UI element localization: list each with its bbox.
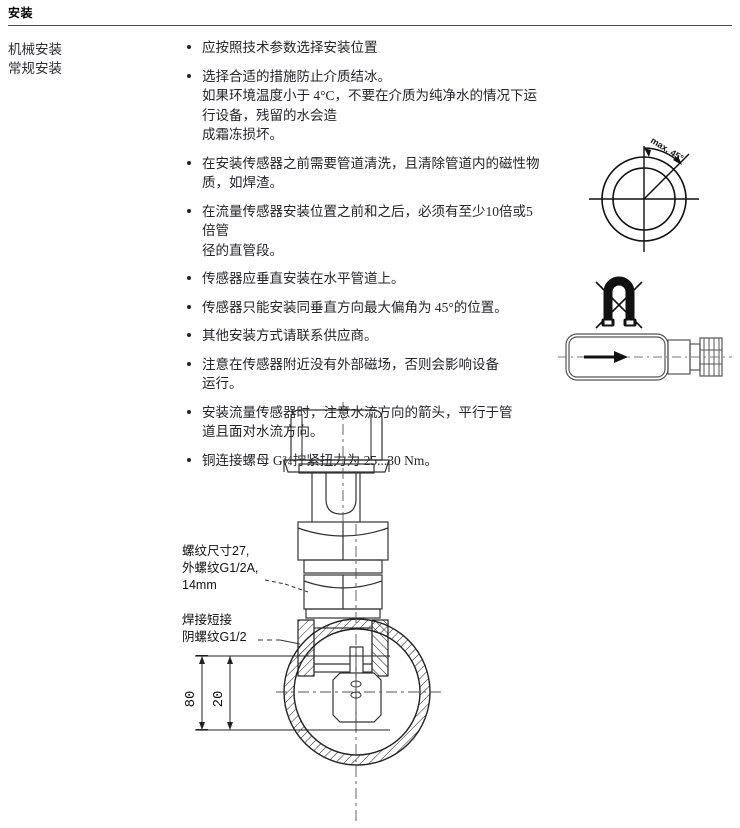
list-item-line: 传感器应垂直安装在水平管道上。 [202, 271, 405, 286]
bullet-dot-icon [187, 304, 191, 309]
probe-stem [311, 473, 361, 522]
list-item: 注意在传感器附近没有外部磁场，否则会影响设备运行。 [186, 355, 546, 394]
no-magnet-sensor-diagram [558, 276, 732, 381]
list-item-line: 运行。 [202, 376, 243, 391]
sidebar: 机械安装 常规安装 [8, 40, 173, 78]
flow-direction-arrow [584, 351, 628, 363]
svg-text:阴螺纹G1/2: 阴螺纹G1/2 [182, 630, 247, 644]
list-item-line: 成霜冻损坏。 [202, 127, 283, 142]
list-item-line: 在流量传感器安装位置之前和之后，必须有至少10倍或5 倍管 [202, 203, 533, 239]
drawing-centre-lines [276, 402, 442, 824]
sidebar-item-mechanical-installation: 机械安装 [8, 42, 62, 57]
svg-text:外螺纹G1/2A,: 外螺纹G1/2A, [182, 561, 258, 575]
dimension-value-20: 20 [211, 691, 227, 708]
list-item: 安装流量传感器时，注意水流方向的箭头，平行于管道且面对水流方向。 [186, 403, 546, 442]
list-item-line: 传感器只能安装同垂直方向最大偏角为 45°的位置。 [202, 299, 508, 315]
header-divider [8, 25, 732, 26]
callout-welded-socket: 焊接短接 阴螺纹G1/2 [182, 612, 247, 644]
max-angle-radius-line [643, 153, 690, 200]
dimension-lines [195, 655, 390, 731]
sensor-head-edges [283, 414, 390, 472]
max-angle-arrowheads [644, 148, 682, 165]
list-item-line: 其他安装方式请联系供应商。 [202, 328, 378, 343]
assembly-section-drawing: 80 20 螺纹尺寸27, 外螺纹G1/2A, 14mm 焊接短接 阴螺纹G1/… [182, 402, 442, 824]
bullet-dot-icon [187, 361, 191, 366]
pipe-max-angle-diagram: max. 45° [589, 135, 699, 252]
list-item-line: 质，如焊渣。 [202, 175, 283, 190]
list-item-line: 应按照技术参数选择安装位置 [202, 40, 378, 55]
bullet-dot-icon [187, 45, 191, 49]
sensor-head-housing [283, 409, 390, 474]
figure-assembly-drawing: 80 20 螺纹尺寸27, 外螺纹G1/2A, 14mm 焊接短接 阴螺纹G1/… [180, 392, 530, 828]
sidebar-item-general-installation: 常规安装 [8, 61, 62, 76]
list-item: 在安装传感器之前需要管道清洗，且清除管道内的磁性物质，如焊渣。 [186, 154, 546, 193]
svg-text:14mm: 14mm [182, 578, 217, 592]
bullet-dot-icon [187, 276, 191, 280]
bullet-dot-icon [187, 208, 191, 213]
list-item-line: 注意在传感器附近没有外部磁场，否则会影响设备 [202, 356, 499, 372]
list-item-line: 在安装传感器之前需要管道清洗，且清除管道内的磁性物 [202, 155, 540, 171]
upper-union-nut [297, 521, 389, 574]
dimension-value-80: 80 [183, 691, 199, 708]
page-header: 安装 [8, 4, 732, 26]
list-item-line: 径的直管段。 [202, 242, 283, 258]
callout-leaders [258, 579, 309, 645]
svg-text:焊接短接: 焊接短接 [182, 612, 233, 627]
installation-instructions-list: 应按照技术参数选择安装位置选择合适的措施防止介质结冰。如果环境温度小于 4°C，… [186, 38, 546, 479]
list-item: 选择合适的措施防止介质结冰。如果环境温度小于 4°C，不要在介质为纯净水的情况下… [186, 67, 546, 145]
bullet-dot-icon [187, 333, 191, 337]
callout-thread-spec: 螺纹尺寸27, 外螺纹G1/2A, 14mm [182, 544, 258, 592]
list-item-line: 道且面对水流方向。 [202, 424, 324, 439]
list-item: 传感器只能安装同垂直方向最大偏角为 45°的位置。 [186, 298, 546, 318]
list-item: 在流量传感器安装位置之前和之后，必须有至少10倍或5 倍管径的直管段。 [186, 202, 546, 261]
lower-hex-nut [303, 574, 383, 619]
list-item: 传感器应垂直安装在水平管道上。 [186, 269, 546, 289]
dimension-arrowheads [196, 655, 233, 731]
svg-text:螺纹尺寸27,: 螺纹尺寸27, [182, 544, 249, 558]
list-item: 其他安装方式请联系供应商。 [186, 326, 546, 346]
horseshoe-magnet-icon [601, 276, 637, 327]
page-title: 安装 [8, 6, 34, 20]
list-item-line: 选择合适的措施防止介质结冰。 [202, 68, 391, 84]
list-item-line: 安装流量传感器时，注意水流方向的箭头，平行于管 [202, 404, 513, 420]
dimension-labels: 80 20 [183, 691, 227, 708]
list-item: 应按照技术参数选择安装位置 [186, 38, 546, 58]
forbidden-cross-mark [595, 281, 643, 329]
figure-pipe-max-angle: max. 45° [556, 124, 731, 254]
bullet-dot-icon [187, 409, 191, 414]
bullet-dot-icon [187, 73, 191, 78]
list-item-line: 如果环境温度小于 4°C，不要在介质为纯净水的情况下运行设备，残留的水会造 [202, 88, 538, 123]
figure-no-external-magnet [556, 262, 736, 384]
bullet-dot-icon [187, 457, 191, 462]
bullet-dot-icon [187, 160, 191, 165]
